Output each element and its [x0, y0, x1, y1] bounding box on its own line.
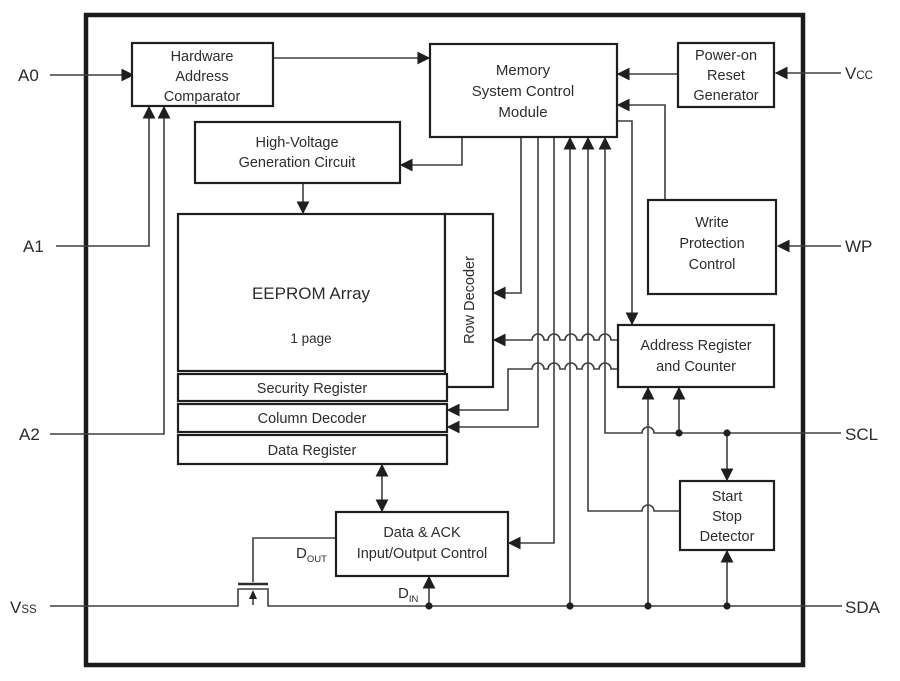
wire-scl-to-mscm	[598, 136, 841, 434]
block-label: Hardware	[171, 49, 234, 65]
pin-scl: SCL	[845, 425, 878, 444]
wire-mscm-to-column-decoder	[446, 137, 539, 434]
wire-startstop-to-mscm	[581, 136, 680, 512]
block-column-decoder	[176, 402, 449, 434]
block-label: Generation Circuit	[239, 155, 356, 171]
pin-labels: A0 A1 A2 VSS VCC WP SCL SDA	[10, 64, 881, 617]
junction-dot	[425, 602, 433, 610]
wire-address-register-to-column-decoder	[446, 362, 618, 417]
block-security-register	[176, 372, 449, 403]
block-label: Stop	[712, 509, 742, 525]
block-label: Security Register	[257, 381, 368, 397]
junction-dot	[723, 429, 731, 437]
pin-vcc-sub: CC	[856, 70, 873, 82]
block-label: Start	[712, 489, 743, 505]
signal-dout-main: D	[296, 545, 307, 562]
pin-a1: A1	[23, 237, 44, 256]
block-label: EEPROM Array	[252, 284, 371, 303]
signal-dout: DOUT	[296, 545, 327, 565]
block-write-protection-control	[646, 198, 778, 296]
pin-vss: VSS	[10, 598, 37, 617]
page-note: 1 page	[290, 331, 331, 346]
wire-mscm-to-hv	[399, 137, 463, 172]
block-label: Generator	[693, 88, 758, 104]
pin-vss-sub: SS	[21, 604, 37, 616]
block-label: Write	[695, 215, 729, 231]
chip-outline	[83, 12, 806, 668]
block-label: Input/Output Control	[357, 546, 488, 562]
pin-vcc-main: V	[845, 64, 857, 83]
junction-dot	[723, 602, 731, 610]
block-label: High-Voltage	[255, 135, 338, 151]
block-label: Module	[498, 104, 547, 121]
block-power-on-reset-generator	[676, 41, 776, 109]
block-address-register-and-counter	[616, 323, 776, 389]
wires	[50, 51, 842, 610]
wire-mscm-to-data-ack	[507, 137, 555, 550]
pin-sda: SDA	[845, 598, 881, 617]
signal-dout-sub: OUT	[307, 554, 327, 565]
block-label: Comparator	[164, 89, 241, 105]
pin-vcc: VCC	[845, 64, 873, 83]
signal-din: DIN	[398, 585, 418, 605]
block-memory-system-control-module	[428, 42, 619, 139]
block-label: Reset	[707, 68, 745, 84]
wire-address-register-to-row-decoder	[492, 333, 618, 347]
block-label: Column Decoder	[258, 411, 367, 427]
block-label: Address Register	[640, 338, 751, 354]
block-label: Row Decoder	[462, 256, 478, 344]
wire-mscm-to-address-register	[617, 120, 639, 326]
block-label: System Control	[472, 83, 575, 100]
block-high-voltage-generation-circuit	[193, 120, 402, 185]
junction-dot	[675, 429, 683, 437]
block-label: Memory	[496, 62, 551, 79]
wire-wpc-to-mscm	[616, 98, 666, 200]
signal-din-main: D	[398, 585, 409, 602]
block-data-register	[176, 433, 449, 466]
block-label: Address	[175, 69, 228, 85]
signal-din-sub: IN	[409, 594, 419, 605]
block-label: Data & ACK	[383, 525, 461, 541]
wire-dout-to-gate	[252, 537, 336, 582]
junction-dot	[566, 602, 574, 610]
wire-vss-sda-rail	[50, 588, 842, 607]
block-label: Protection	[679, 236, 744, 252]
block-row-decoder	[443, 212, 495, 389]
junction-dot	[644, 602, 652, 610]
wire-a1-to-comparator	[56, 105, 156, 247]
pin-a2: A2	[19, 425, 40, 444]
pin-vss-main: V	[10, 598, 22, 617]
wire-mscm-to-row-decoder	[492, 137, 522, 300]
block-label: Data Register	[268, 443, 357, 459]
block-label: Power-on	[695, 48, 757, 64]
mosfet-body-arrow	[249, 590, 257, 599]
pin-a0: A0	[18, 66, 39, 85]
block-data-ack-io-control	[334, 510, 510, 578]
blocks: Hardware Address Comparator Memory Syste…	[130, 41, 778, 578]
block-label: and Counter	[656, 359, 736, 375]
block-eeprom-array	[176, 212, 447, 373]
pin-wp: WP	[845, 237, 872, 256]
block-start-stop-detector	[678, 479, 776, 552]
block-label: Detector	[700, 529, 755, 545]
block-hardware-address-comparator	[130, 41, 275, 108]
wire-a2-to-comparator	[50, 105, 171, 435]
signal-labels: DOUT DIN	[296, 545, 418, 605]
block-label: Control	[689, 257, 736, 273]
